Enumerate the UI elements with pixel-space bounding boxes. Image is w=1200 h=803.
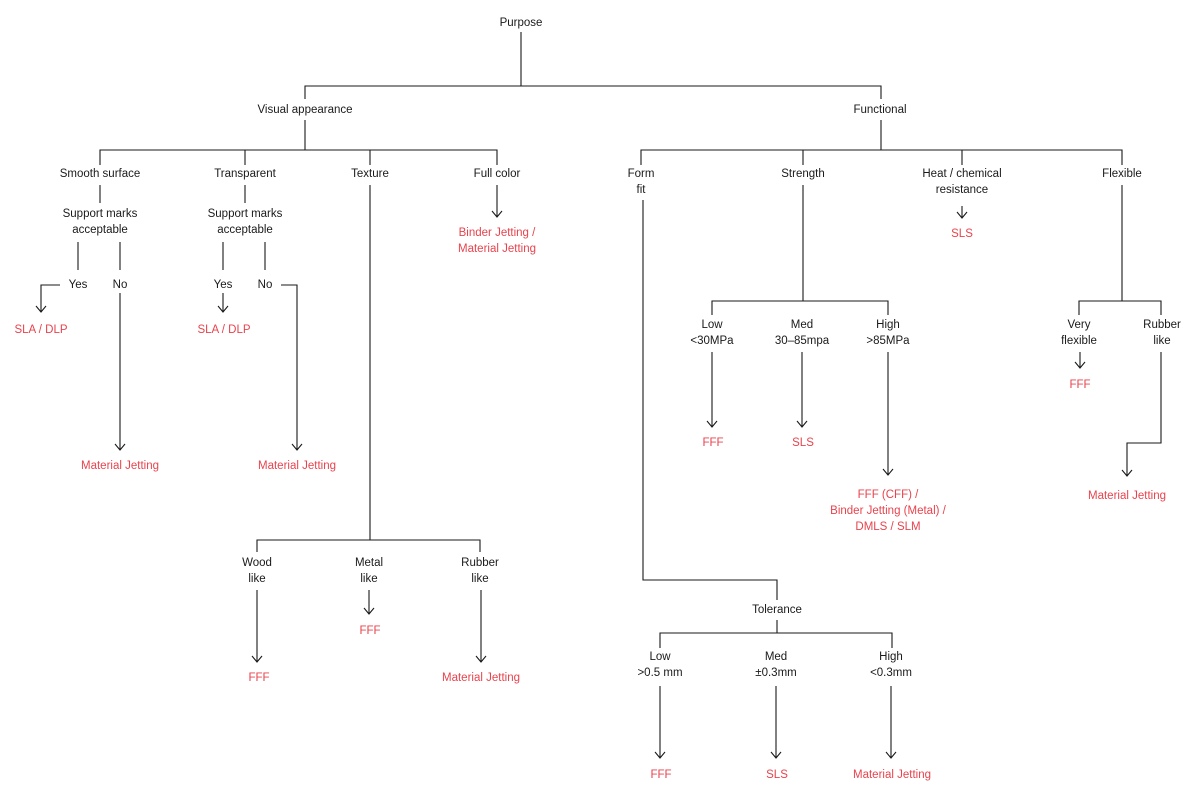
result-tolerance-med-sls: SLS	[766, 769, 788, 781]
node-tolerance: Tolerance	[752, 604, 802, 616]
node-no-2: No	[257, 279, 273, 291]
result-sla-dlp-2: SLA / DLP	[197, 324, 251, 336]
node-form-fit: Form fit	[627, 168, 655, 196]
result-strength-low-fff: FFF	[702, 437, 724, 449]
node-tolerance-high: High <0.3mm	[870, 651, 912, 679]
node-heat-chemical-resistance: Heat / chemical resistance	[922, 168, 1002, 196]
arrow-head	[491, 210, 503, 218]
result-sla-dlp-1: SLA / DLP	[14, 324, 68, 336]
node-no-1: No	[112, 279, 128, 291]
connector-line	[642, 200, 778, 600]
arrow-line	[40, 284, 60, 312]
node-wood-like: Wood like	[242, 557, 272, 585]
node-smooth-surface: Smooth surface	[59, 168, 141, 180]
connector-line	[659, 632, 893, 648]
node-texture: Texture	[351, 168, 389, 180]
node-support-marks-2: Support marks acceptable	[207, 208, 283, 236]
node-flexible: Flexible	[1102, 168, 1142, 180]
result-wood-fff: FFF	[248, 672, 270, 684]
result-material-jetting-1: Material Jetting	[81, 460, 159, 472]
result-rubber-material-jetting: Material Jetting	[442, 672, 520, 684]
node-yes-2: Yes	[213, 279, 233, 291]
arrow-line	[1126, 352, 1162, 476]
node-full-color: Full color	[473, 168, 521, 180]
node-tolerance-low: Low >0.5 mm	[637, 651, 683, 679]
arrow-line	[281, 284, 298, 450]
node-transparent: Transparent	[214, 168, 276, 180]
arrow-head	[654, 751, 666, 759]
result-tolerance-high-material-jetting: Material Jetting	[853, 769, 931, 781]
node-rubber-like-flex: Rubber like	[1143, 319, 1181, 347]
connector-line	[256, 539, 481, 552]
arrow-head	[363, 607, 375, 615]
arrow-head	[770, 751, 782, 759]
result-material-jetting-2: Material Jetting	[258, 460, 336, 472]
node-very-flexible: Very flexible	[1061, 319, 1097, 347]
arrow-head	[475, 655, 487, 663]
node-yes-1: Yes	[68, 279, 88, 291]
result-rubber-like-material-jetting: Material Jetting	[1088, 490, 1166, 502]
node-functional: Functional	[853, 104, 907, 116]
arrow-head	[217, 305, 229, 313]
result-heat-sls: SLS	[951, 228, 973, 240]
arrow-head	[251, 655, 263, 663]
node-purpose: Purpose	[499, 17, 543, 29]
connector-line	[99, 149, 498, 165]
result-metal-fff: FFF	[359, 625, 381, 637]
arrow-head	[35, 305, 47, 313]
node-tolerance-med: Med ±0.3mm	[755, 651, 797, 679]
arrow-head	[114, 443, 126, 451]
arrow-head	[291, 443, 303, 451]
arrow-head	[882, 468, 894, 476]
result-tolerance-low-fff: FFF	[650, 769, 672, 781]
node-strength-high: High >85MPa	[866, 319, 910, 347]
arrow-head	[956, 211, 968, 219]
connector-line	[1078, 300, 1162, 315]
node-strength: Strength	[781, 168, 825, 180]
result-strength-med-sls: SLS	[792, 437, 814, 449]
result-strength-high: FFF (CFF) / Binder Jetting (Metal) / DML…	[830, 489, 946, 533]
node-metal-like: Metal like	[354, 557, 384, 585]
node-visual-appearance: Visual appearance	[257, 104, 353, 116]
result-full-color: Binder Jetting / Material Jetting	[458, 227, 536, 255]
node-strength-low: Low <30MPa	[690, 319, 734, 347]
arrow-head	[706, 420, 718, 428]
connector-line	[640, 149, 1123, 165]
arrow-head	[796, 420, 808, 428]
node-rubber-like: Rubber like	[461, 557, 499, 585]
node-support-marks-1: Support marks acceptable	[62, 208, 138, 236]
connector-line	[304, 85, 882, 99]
arrow-head	[1121, 469, 1133, 477]
node-strength-med: Med 30–85mpa	[774, 319, 830, 347]
connector-line	[711, 300, 889, 315]
arrow-head	[885, 751, 897, 759]
result-very-flexible-fff: FFF	[1069, 379, 1091, 391]
arrow-head	[1074, 361, 1086, 369]
